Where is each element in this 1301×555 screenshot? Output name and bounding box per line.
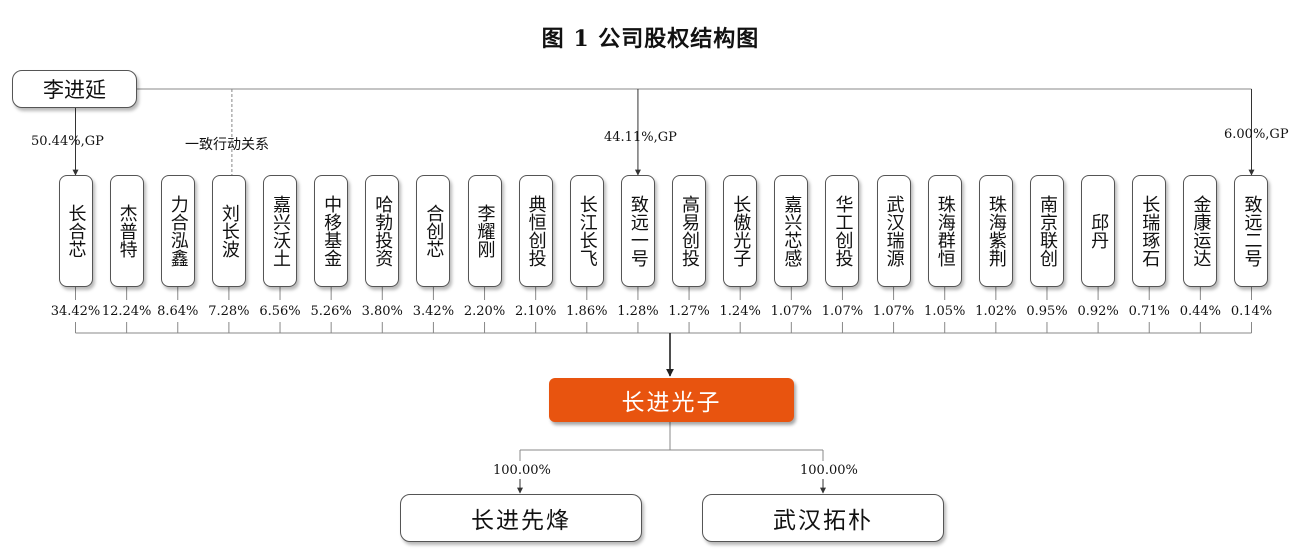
shareholder-pct: 12.24% bbox=[101, 304, 152, 319]
shareholder-pct: 2.20% bbox=[463, 304, 506, 319]
subsidiary-name-1: 长进先烽 bbox=[471, 508, 571, 534]
shareholder-name: 南京联创 bbox=[1036, 195, 1058, 267]
shareholder-name: 高易创投 bbox=[679, 195, 701, 267]
controller-name: 李进延 bbox=[43, 78, 106, 102]
shareholder-name: 邱丹 bbox=[1088, 213, 1110, 249]
shareholder-box: 珠海群恒 bbox=[927, 175, 962, 287]
shareholder-pct: 34.42% bbox=[50, 304, 101, 319]
shareholder-pct: 1.05% bbox=[924, 304, 966, 319]
shareholder-name: 长江长飞 bbox=[576, 195, 598, 267]
shareholder-box: 杰普特 bbox=[109, 175, 144, 287]
shareholder-box: 中移基金 bbox=[314, 175, 349, 287]
shareholder-box: 长合芯 bbox=[58, 175, 93, 287]
shareholder-pct: 1.28% bbox=[617, 304, 659, 319]
shareholder-name: 合创芯 bbox=[423, 204, 445, 258]
gp-label-1: 50.44%,GP bbox=[31, 134, 104, 149]
shareholder-name: 致远二号 bbox=[1241, 195, 1263, 267]
shareholder-box: 哈勃投资 bbox=[365, 175, 400, 287]
shareholder-pct: 1.27% bbox=[668, 304, 710, 319]
shareholder-pct: 3.80% bbox=[361, 304, 403, 319]
company-box: 长进光子 bbox=[549, 378, 794, 422]
shareholder-pct: 1.07% bbox=[872, 304, 915, 319]
shareholder-pct: 0.95% bbox=[1026, 304, 1068, 319]
shareholder-box: 长瑞琢石 bbox=[1132, 175, 1167, 287]
shareholder-pct: 1.24% bbox=[719, 304, 761, 319]
shareholder-pct: 0.71% bbox=[1128, 304, 1170, 319]
shareholder-pct: 1.02% bbox=[975, 304, 1017, 319]
shareholder-pct: 0.92% bbox=[1077, 304, 1119, 319]
shareholder-name: 嘉兴沃土 bbox=[270, 195, 292, 267]
shareholder-box: 李耀刚 bbox=[467, 175, 502, 287]
gp-label-2: 44.11%,GP bbox=[604, 130, 677, 145]
shareholder-pct: 6.56% bbox=[259, 304, 301, 319]
shareholder-name: 典恒创投 bbox=[525, 195, 547, 267]
shareholder-box: 华工创投 bbox=[825, 175, 860, 287]
gp-label-3: 6.00%,GP bbox=[1224, 127, 1289, 142]
shareholder-name: 力合泓鑫 bbox=[167, 195, 189, 267]
shareholder-name: 杰普特 bbox=[116, 204, 138, 258]
shareholder-pct: 7.28% bbox=[208, 304, 250, 319]
concert-label: 一致行动关系 bbox=[185, 137, 269, 153]
shareholder-pct: 2.10% bbox=[515, 304, 557, 319]
figure-title: 图 1 公司股权结构图 bbox=[541, 26, 760, 52]
shareholder-box: 长江长飞 bbox=[569, 175, 604, 287]
shareholder-name: 珠海紫荆 bbox=[985, 195, 1007, 267]
shareholder-box: 武汉瑞源 bbox=[876, 175, 911, 287]
company-name: 长进光子 bbox=[621, 390, 722, 416]
shareholder-name: 长瑞琢石 bbox=[1139, 195, 1161, 267]
shareholder-pct: 3.42% bbox=[412, 304, 455, 319]
subsidiary-pct-1: 100.00% bbox=[493, 463, 551, 478]
shareholder-name: 长合芯 bbox=[65, 204, 87, 258]
shareholder-pct: 1.07% bbox=[821, 304, 864, 319]
shareholder-name: 李耀刚 bbox=[474, 204, 496, 258]
subsidiary-pct-2: 100.00% bbox=[800, 463, 858, 478]
shareholder-name: 长傲光子 bbox=[730, 195, 752, 267]
shareholder-pct: 0.14% bbox=[1230, 304, 1273, 319]
shareholder-name: 刘长波 bbox=[218, 204, 240, 258]
shareholder-box: 高易创投 bbox=[672, 175, 707, 287]
shareholder-pct: 5.26% bbox=[310, 304, 352, 319]
shareholder-pct: 1.07% bbox=[770, 304, 812, 319]
shareholder-name: 金康运达 bbox=[1190, 195, 1212, 267]
shareholder-name: 武汉瑞源 bbox=[883, 195, 905, 267]
shareholder-name: 中移基金 bbox=[321, 195, 343, 267]
shareholder-box: 嘉兴芯感 bbox=[774, 175, 809, 287]
shareholder-pct: 1.86% bbox=[566, 304, 608, 319]
shareholder-box: 力合泓鑫 bbox=[160, 175, 195, 287]
subsidiary-box-1: 长进先烽 bbox=[400, 494, 642, 542]
shareholder-name: 哈勃投资 bbox=[372, 195, 394, 267]
shareholder-pct: 0.44% bbox=[1179, 304, 1222, 319]
shareholder-box: 刘长波 bbox=[211, 175, 246, 287]
shareholder-name: 珠海群恒 bbox=[934, 195, 956, 267]
shareholder-box: 致远二号 bbox=[1234, 175, 1269, 287]
shareholder-box: 南京联创 bbox=[1029, 175, 1064, 287]
shareholder-box: 邱丹 bbox=[1081, 175, 1116, 287]
shareholder-box: 典恒创投 bbox=[518, 175, 553, 287]
shareholder-name: 华工创投 bbox=[832, 195, 854, 267]
shareholder-box: 合创芯 bbox=[416, 175, 451, 287]
subsidiary-name-2: 武汉拓朴 bbox=[773, 508, 873, 534]
shareholder-name: 嘉兴芯感 bbox=[781, 195, 803, 267]
shareholder-box: 金康运达 bbox=[1183, 175, 1218, 287]
controller-box: 李进延 bbox=[12, 70, 137, 108]
shareholder-box: 致远一号 bbox=[620, 175, 655, 287]
shareholder-box: 长傲光子 bbox=[723, 175, 758, 287]
subsidiary-box-2: 武汉拓朴 bbox=[702, 494, 944, 542]
shareholder-box: 嘉兴沃土 bbox=[263, 175, 298, 287]
shareholder-pct: 8.64% bbox=[157, 304, 199, 319]
shareholder-name: 致远一号 bbox=[627, 195, 649, 267]
shareholder-box: 珠海紫荆 bbox=[978, 175, 1013, 287]
